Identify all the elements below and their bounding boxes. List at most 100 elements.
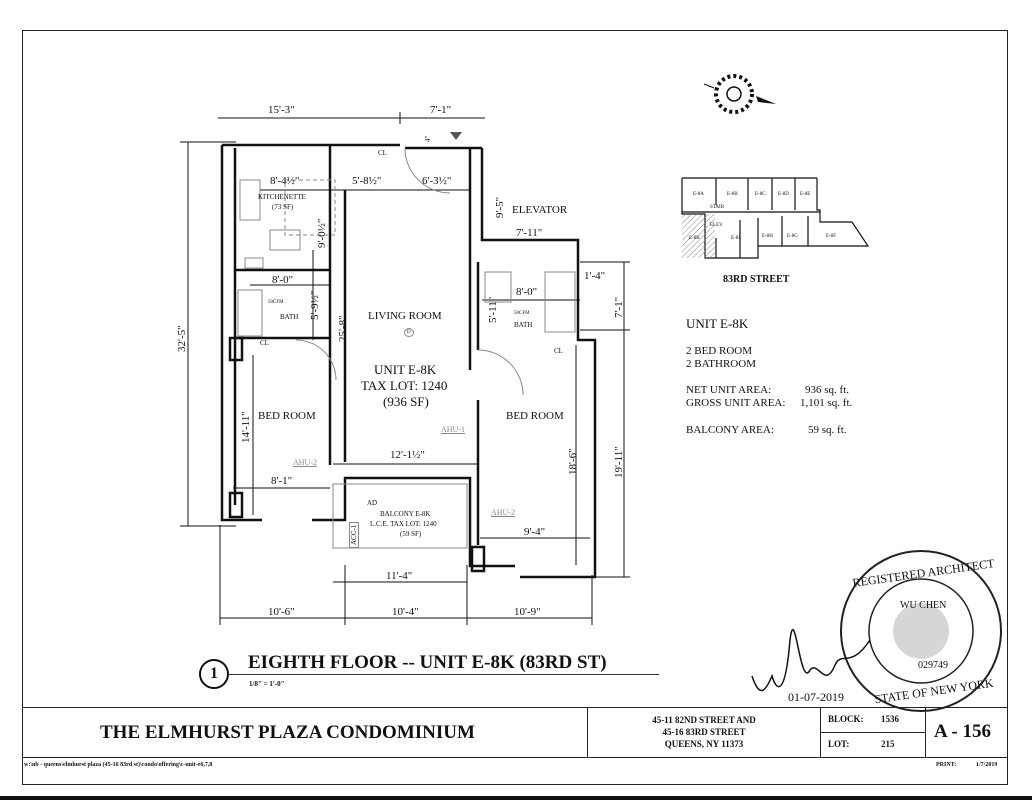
drawing-border <box>22 30 1008 785</box>
key-unit: E-8H <box>762 234 773 239</box>
ahu2-right-label: AHU-2 <box>491 508 515 517</box>
address-line-3: QUEENS, NY 11373 <box>664 739 744 749</box>
kitchenette-label: KITCHENETTE <box>258 193 306 201</box>
dim-overall-left: 32'-5" <box>176 325 188 352</box>
key-unit: E-8J <box>731 236 741 241</box>
living-room-label: LIVING ROOM <box>368 310 442 322</box>
bath-right-label: BATH <box>514 321 533 329</box>
dim-bed-right-w: 9'-4" <box>524 526 546 538</box>
dim-jog: 1'-4" <box>584 270 606 282</box>
drawing-title: EIGHTH FLOOR -- UNIT E-8K (83RD ST) <box>248 652 607 673</box>
closet-left-label: CL <box>260 339 269 347</box>
gross-area-value: 1,101 sq. ft. <box>800 397 853 409</box>
dim-right-overall: 19'-11" <box>613 446 625 478</box>
closet-top-label: CL <box>378 149 387 157</box>
sheet-number-cell: A - 156 <box>925 708 1008 757</box>
unit-bathrooms: 2 BATHROOM <box>686 358 756 370</box>
dim-entry-w: 6'-3½" <box>422 175 452 187</box>
dim-closet-w: 5'-8½" <box>352 175 382 187</box>
balcony-area-value: 59 sq. ft. <box>808 424 847 436</box>
drawing-scale: 1/8" = 1'-0" <box>249 680 285 688</box>
door-tag: D <box>404 328 414 337</box>
drawing-number: 1 <box>199 659 229 689</box>
sheet-number: A - 156 <box>934 721 991 742</box>
dim-living-h: 25'-8" <box>337 315 349 342</box>
unit-label-3: (936 SF) <box>383 394 429 409</box>
block-lot-divider <box>821 732 925 733</box>
dim-bath-right-h: 5'-11" <box>487 296 499 323</box>
dim-bottom-3: 10'-9" <box>514 606 541 618</box>
key-street: 83RD STREET <box>723 274 790 285</box>
block-lot: BLOCK: 1536 LOT: 215 <box>820 708 925 757</box>
unit-label-1: UNIT E-8K <box>374 362 437 377</box>
dim-bottom-2: 10'-4" <box>392 606 419 618</box>
dim-bed-right-h: 18'-6" <box>567 448 579 475</box>
project-address: 45-11 82ND STREET AND 45-16 83RD STREET … <box>587 708 820 757</box>
closet-right-label: CL <box>554 347 563 355</box>
key-unit: E-8G <box>787 234 798 239</box>
key-unit: E-8K <box>689 236 700 241</box>
seal-name: WU CHEN <box>900 600 947 611</box>
key-unit: E-8C <box>755 192 766 197</box>
gross-area-label: GROSS UNIT AREA: <box>686 397 786 409</box>
key-unit: E-8E <box>800 192 811 197</box>
dim-top-left: 15'-3" <box>268 104 295 116</box>
dim-bath-left-h: 5'-9½" <box>309 290 321 320</box>
dim-bath-right-w: 8'-0" <box>516 286 538 298</box>
net-area-value: 936 sq. ft. <box>805 384 849 396</box>
dim-kitchen-w: 8'-4½" <box>270 175 300 187</box>
architect-seal <box>840 550 1002 712</box>
signature <box>751 629 871 691</box>
title-underline <box>229 674 659 675</box>
bed-right-label: BED ROOM <box>506 410 564 422</box>
dim-living-w: 12'-1½" <box>390 449 425 461</box>
north-arrow-icon <box>703 74 776 114</box>
bath-left-label: BATH <box>280 313 299 321</box>
file-path: w:\nb - queens\elmhurst plaza (45-16 83r… <box>24 762 213 768</box>
elevator-label: ELEVATOR <box>512 204 568 216</box>
acc-label: ACC-1 <box>349 521 359 548</box>
address-line-1: 45-11 82ND STREET AND <box>652 715 756 725</box>
balcony-area-label: BALCONY AREA: <box>686 424 774 436</box>
balcony-label-3: (59 SF) <box>400 530 422 538</box>
key-unit: E-8A <box>693 192 704 197</box>
key-unit: E-8D <box>778 192 789 197</box>
unit-bedrooms: 2 BED ROOM <box>686 345 753 357</box>
dim-offset: 4" <box>424 135 432 142</box>
fan-right-label: 50CFM <box>514 311 530 316</box>
lot-label: LOT: <box>828 739 850 749</box>
key-unit: STAIR <box>710 205 725 210</box>
dim-bed-left-w: 8'-1" <box>271 475 293 487</box>
dim-elevator-h: 9'-5" <box>494 196 506 218</box>
block-label: BLOCK: <box>828 714 864 724</box>
title-block: THE ELMHURST PLAZA CONDOMINIUM 45-11 82N… <box>22 707 1008 758</box>
seal-date: 01-07-2019 <box>788 690 844 704</box>
balcony-label-2: L.C.E. TAX LOT: 1240 <box>370 520 437 528</box>
dim-right-upper: 7'-1" <box>613 296 625 318</box>
lot-value: 215 <box>881 739 895 749</box>
address-line-2: 45-16 83RD STREET <box>662 727 746 737</box>
bed-left-label: BED ROOM <box>258 410 316 422</box>
seal-license: 029749 <box>918 660 948 671</box>
dim-kitchen-h: 9'-0½" <box>316 218 328 248</box>
unit-info-title: UNIT E-8K <box>686 316 749 331</box>
unit-label-2: TAX LOT: 1240 <box>361 378 448 393</box>
balcony-label-1: BALCONY E-8K <box>380 510 431 518</box>
dim-bottom-1: 10'-6" <box>268 606 295 618</box>
dim-bed-left-h: 14'-11" <box>240 411 252 443</box>
balcony-ad: AD <box>367 499 378 507</box>
key-unit: E-8B <box>727 192 738 197</box>
print-date: 1/7/2019 <box>976 762 998 768</box>
dim-top-right: 7'-1" <box>430 104 452 116</box>
key-plan <box>681 177 870 259</box>
dim-balcony-w: 11'-4" <box>386 570 413 582</box>
ahu2-left-label: AHU-2 <box>293 458 317 467</box>
dim-elevator-w: 7'-11" <box>516 227 543 239</box>
key-unit: E-8F <box>826 234 836 239</box>
bottom-edge <box>0 796 1032 800</box>
fan-left-label: 50CFM <box>268 300 284 305</box>
ahu1-label: AHU-1 <box>441 425 465 434</box>
dim-bath-left-w: 8'-0" <box>272 274 294 286</box>
key-unit: ELEV. <box>710 223 724 228</box>
